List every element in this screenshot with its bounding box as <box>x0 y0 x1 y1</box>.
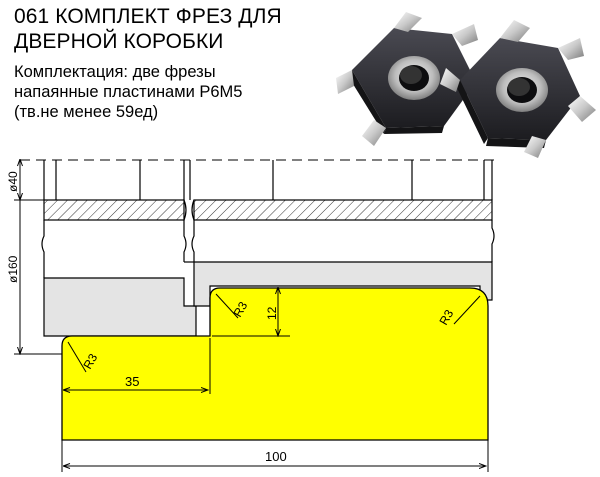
joint-right <box>191 199 195 221</box>
description-line-2: напаянные пластинами Р6М5 <box>14 83 243 101</box>
cutter-1 <box>336 12 492 146</box>
dim-diameters <box>14 160 62 354</box>
dim-step-width-lines <box>64 338 211 394</box>
dim-total-width: 100 <box>265 449 287 464</box>
dim-step-height: 12 <box>265 306 279 320</box>
hatched-band-left <box>43 199 185 221</box>
cutter-body-left-fill <box>43 277 197 337</box>
dim-step-height-lines <box>212 288 290 336</box>
cutter-body-right-fill <box>193 261 493 307</box>
dim-radius-leaders <box>67 293 481 373</box>
hatched-band-right <box>193 199 493 221</box>
radius-right: R3 <box>436 307 456 328</box>
dim-step-width: 35 <box>125 374 139 389</box>
dim-outer-diameter: ø160 <box>6 255 20 283</box>
description: Комплектация: две фрезы напаянные пласти… <box>14 62 334 122</box>
dim-bore-diameter: ø40 <box>6 171 20 192</box>
title-line-1: 061 КОМПЛЕКТ ФРЕЗ ДЛЯ <box>14 5 282 28</box>
door-frame-profile <box>61 287 489 441</box>
radius-step: R3 <box>230 299 250 320</box>
cutter-body-lower <box>41 220 495 278</box>
router-cutter-set-photo <box>336 12 596 158</box>
page-title: 061 КОМПЛЕКТ ФРЕЗ ДЛЯ ДВЕРНОЙ КОРОБКИ <box>14 4 334 54</box>
description-line-1: Комплектация: две фрезы <box>14 63 216 81</box>
joint-left <box>183 199 187 221</box>
cutter-body-upper <box>43 160 493 200</box>
title-line-2: ДВЕРНОЙ КОРОБКИ <box>14 30 224 53</box>
cutter-2 <box>440 20 596 158</box>
description-line-3: (тв.не менее 59ед) <box>14 103 159 121</box>
dim-total-width-lines <box>61 440 489 472</box>
radius-left: R3 <box>80 351 100 372</box>
